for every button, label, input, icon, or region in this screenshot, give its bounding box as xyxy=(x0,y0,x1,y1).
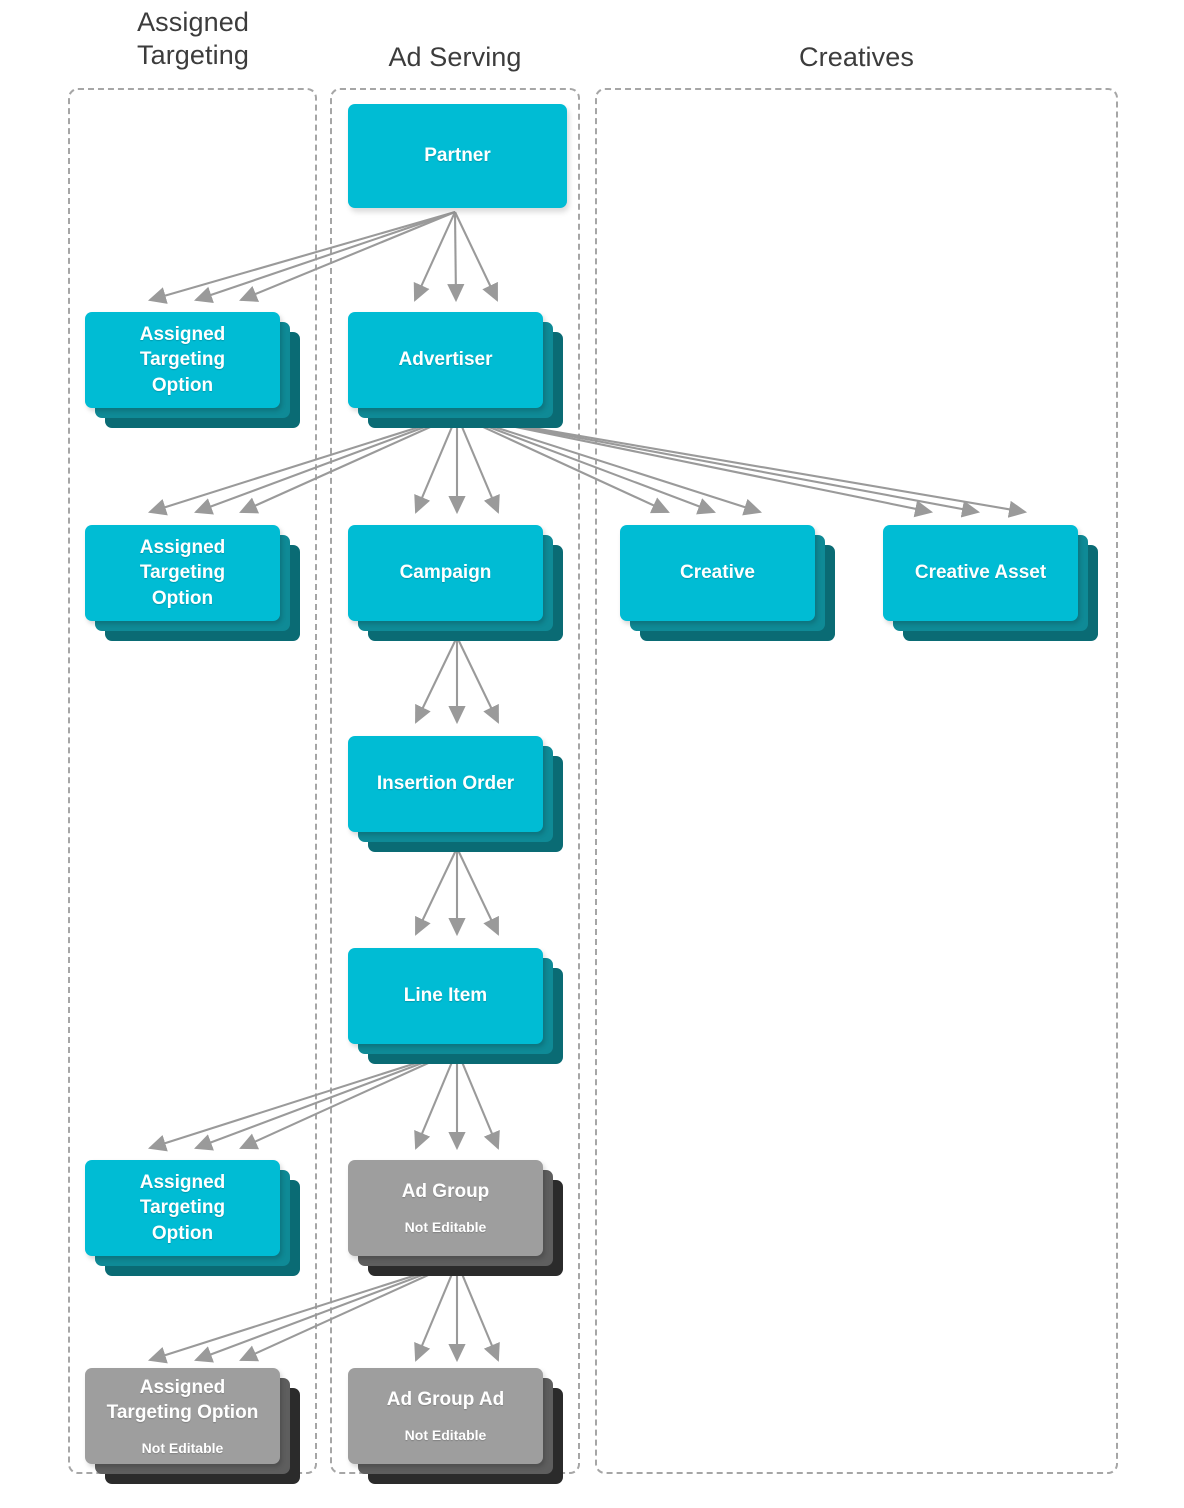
node-ato-partner[interactable]: Assigned Targeting Option xyxy=(85,312,300,428)
node-creative-asset-card[interactable]: Creative Asset xyxy=(883,525,1078,621)
node-ato-ad-group-label: Assigned Targeting Option xyxy=(106,1376,259,1423)
node-advertiser-label: Advertiser xyxy=(398,349,493,371)
node-line-item[interactable]: Line Item xyxy=(348,948,563,1064)
column-header-ad-serving: Ad Serving xyxy=(388,42,522,72)
node-ad-group[interactable]: Ad Group Not Editable xyxy=(348,1160,563,1276)
node-creative[interactable]: Creative xyxy=(620,525,835,641)
node-ato-ad-group[interactable]: Assigned Targeting Option Not Editable xyxy=(85,1368,300,1484)
node-ato-line-item-card[interactable]: Assigned Targeting Option xyxy=(85,1160,280,1256)
node-partner[interactable]: Partner xyxy=(348,104,567,208)
node-ato-line-item[interactable]: Assigned Targeting Option xyxy=(85,1160,300,1276)
node-partner-card[interactable]: Partner xyxy=(348,104,567,208)
node-ato-advertiser-card[interactable]: Assigned Targeting Option xyxy=(85,525,280,621)
node-insertion-order-label: Insertion Order xyxy=(376,773,515,795)
node-ad-group-label: Ad Group xyxy=(401,1181,490,1203)
node-creative-card[interactable]: Creative xyxy=(620,525,815,621)
node-advertiser-card[interactable]: Advertiser xyxy=(348,312,543,408)
node-ato-advertiser[interactable]: Assigned Targeting Option xyxy=(85,525,300,641)
node-line-item-label: Line Item xyxy=(403,985,488,1007)
column-header-assigned-targeting: Assigned Targeting xyxy=(137,7,249,70)
node-ad-group-ad-card[interactable]: Ad Group Ad Not Editable xyxy=(348,1368,543,1464)
node-campaign[interactable]: Campaign xyxy=(348,525,563,641)
node-insertion-order-card[interactable]: Insertion Order xyxy=(348,736,543,832)
node-creative-asset-label: Creative Asset xyxy=(914,562,1047,584)
node-insertion-order[interactable]: Insertion Order xyxy=(348,736,563,852)
node-ato-ad-group-card[interactable]: Assigned Targeting Option Not Editable xyxy=(85,1368,280,1464)
node-partner-label: Partner xyxy=(424,145,491,167)
column-header-creatives: Creatives xyxy=(799,42,914,72)
node-campaign-label: Campaign xyxy=(399,562,492,584)
group-container-creatives xyxy=(595,88,1118,1474)
node-ato-advertiser-label: Assigned Targeting Option xyxy=(139,537,226,609)
node-advertiser[interactable]: Advertiser xyxy=(348,312,563,428)
node-line-item-card[interactable]: Line Item xyxy=(348,948,543,1044)
node-ato-partner-card[interactable]: Assigned Targeting Option xyxy=(85,312,280,408)
node-ad-group-editability-badge: Not Editable xyxy=(404,1219,487,1236)
node-ato-ad-group-editability-badge: Not Editable xyxy=(141,1439,224,1456)
node-ad-group-ad[interactable]: Ad Group Ad Not Editable xyxy=(348,1368,563,1484)
node-ad-group-card[interactable]: Ad Group Not Editable xyxy=(348,1160,543,1256)
node-ato-line-item-label: Assigned Targeting Option xyxy=(139,1172,226,1244)
node-creative-label: Creative xyxy=(680,562,755,584)
node-campaign-card[interactable]: Campaign xyxy=(348,525,543,621)
node-ad-group-ad-editability-badge: Not Editable xyxy=(404,1427,487,1444)
node-ato-partner-label: Assigned Targeting Option xyxy=(139,324,226,396)
node-creative-asset[interactable]: Creative Asset xyxy=(883,525,1098,641)
node-ad-group-ad-label: Ad Group Ad xyxy=(386,1389,505,1411)
